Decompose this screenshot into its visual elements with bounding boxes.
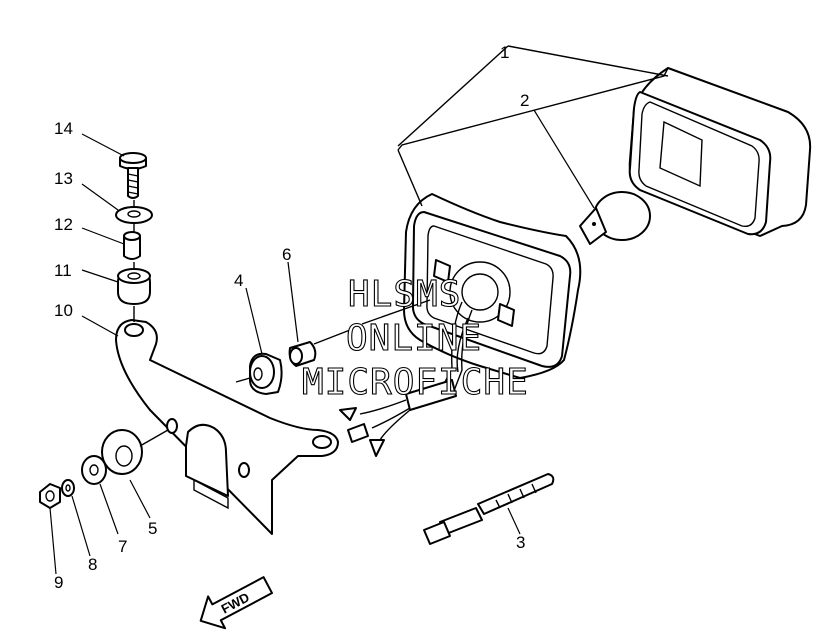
callout-7: 7 [118, 537, 127, 556]
callout-6: 6 [282, 245, 291, 264]
callout-9: 9 [54, 573, 63, 592]
callout-14: 14 [54, 119, 73, 138]
callout-2: 2 [520, 91, 529, 110]
watermark-line-1: HLSMS [348, 274, 461, 315]
assembly-lines [133, 45, 669, 447]
callout-4: 4 [234, 271, 243, 290]
spacer-small [288, 341, 317, 367]
wire-band [423, 473, 555, 545]
washer-top [115, 206, 153, 224]
watermark-line-3: MICROFICHE [302, 362, 529, 403]
taillight-lens [628, 67, 812, 237]
washer-plain [81, 455, 107, 485]
spacer-large [249, 352, 283, 395]
bolt [119, 152, 147, 199]
collar [123, 231, 141, 260]
bulb [579, 191, 651, 245]
callout-1: 1 [500, 43, 509, 62]
callout-3: 3 [516, 533, 525, 552]
spring-washer [61, 479, 75, 497]
fwd-arrow-icon: FWD [199, 576, 274, 630]
callout-12: 12 [54, 215, 73, 234]
bracket [115, 319, 339, 535]
callout-10: 10 [54, 301, 73, 320]
callout-13: 13 [54, 169, 73, 188]
leader-lines [49, 109, 595, 575]
taillight-base [339, 193, 582, 457]
callout-11: 11 [54, 261, 72, 280]
nut [39, 483, 61, 509]
watermark: HLSMS ONLINE MICROFICHE [301, 273, 529, 403]
callout-8: 8 [88, 555, 97, 574]
grommet [117, 268, 151, 305]
callouts: 1 2 3 4 5 6 7 8 9 10 11 12 13 14 [54, 43, 529, 592]
washer-large [101, 429, 143, 475]
watermark-line-2: ONLINE [346, 318, 482, 359]
callout-5: 5 [148, 519, 157, 538]
